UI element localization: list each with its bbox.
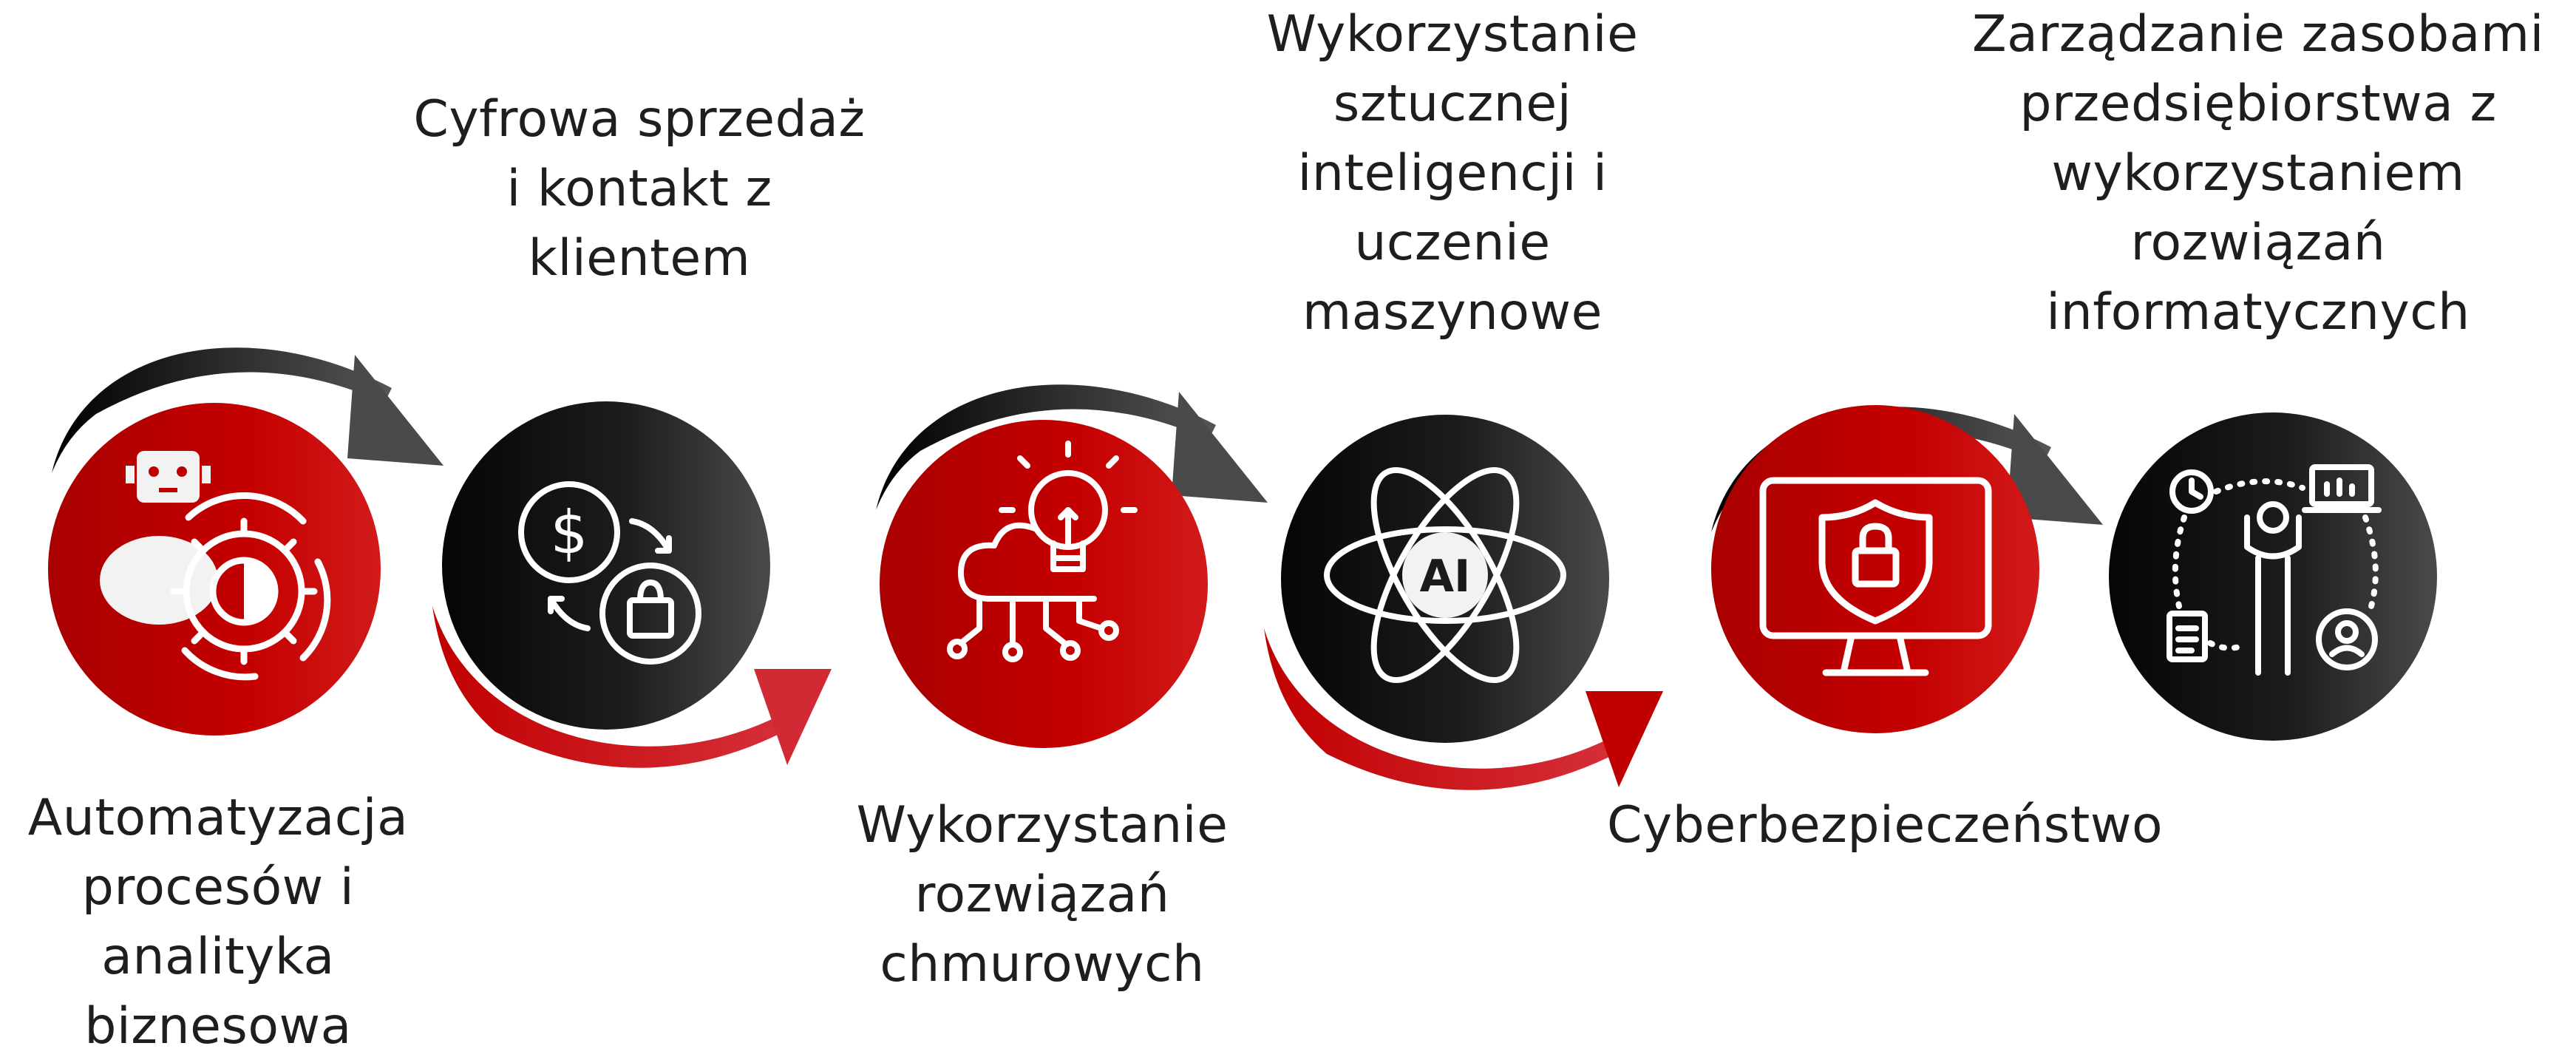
label-automation-line-2: procesów i: [81, 858, 355, 917]
label-cloud-line-3: chmurowych: [880, 935, 1205, 993]
label-erp-line-1: Zarządzanie zasobami: [1972, 5, 2544, 64]
label-digital-sales-line-3: klientem: [528, 229, 751, 288]
label-cyber: Cyberbezpieczeństwo: [1574, 791, 2195, 860]
label-digital-sales: Cyfrowa sprzedaż i kontakt z klientem: [384, 85, 894, 293]
robot-gear-cycle-icon: [100, 451, 331, 681]
label-ai-line-1: Wykorzystanie: [1266, 5, 1639, 64]
label-erp-line-2: przedsiębiorstwa z: [2019, 75, 2497, 133]
cloud-lightbulb-icon: [947, 441, 1138, 662]
circle-cyber: [1711, 405, 2039, 733]
ai-icon-text: AI: [1420, 551, 1471, 602]
label-cloud-line-1: Wykorzystanie: [856, 796, 1228, 855]
label-erp: Zarządzanie zasobami przedsiębiorstwa z …: [1940, 0, 2576, 347]
circle-erp: [2109, 412, 2437, 741]
label-cloud-line-2: rozwiązań: [914, 866, 1170, 924]
label-automation: Automatyzacja procesów i analityka bizne…: [0, 784, 436, 1060]
top-arrow-1: [52, 347, 444, 473]
label-cloud: Wykorzystanie rozwiązań chmurowych: [820, 791, 1264, 999]
svg-text:$: $: [551, 498, 588, 567]
label-ai-line-3: inteligencji i: [1297, 144, 1608, 203]
label-automation-line-3: analityka: [101, 928, 335, 986]
label-automation-line-1: Automatyzacja: [27, 789, 409, 847]
label-erp-line-5: informatycznych: [2046, 283, 2470, 342]
ai-atom-icon: AI: [1324, 467, 1566, 683]
label-erp-line-3: wykorzystaniem: [2051, 144, 2465, 203]
label-digital-sales-line-1: Cyfrowa sprzedaż: [413, 90, 866, 149]
bottom-arrow-1: [432, 606, 832, 768]
label-ai-line-5: maszynowe: [1302, 283, 1603, 342]
label-ai-line-2: sztucznej: [1333, 75, 1572, 133]
top-arrow-2: [876, 384, 1268, 510]
circle-cloud: [880, 420, 1208, 748]
bottom-arrow-2: [1264, 628, 1663, 790]
erp-person-network-icon: [2167, 464, 2382, 676]
label-ai-line-4: uczenie: [1354, 214, 1551, 272]
monitor-shield-lock-icon: [1759, 477, 1992, 676]
label-digital-sales-line-2: i kontakt z: [506, 160, 772, 218]
label-cyber-line-1: Cyberbezpieczeństwo: [1606, 796, 2164, 855]
label-ai: Wykorzystanie sztucznej inteligencji i u…: [1220, 0, 1685, 347]
dollar-bag-exchange-icon: $: [518, 481, 701, 665]
label-erp-line-4: rozwiązań: [2130, 214, 2386, 272]
label-automation-line-4: biznesowa: [84, 997, 352, 1056]
